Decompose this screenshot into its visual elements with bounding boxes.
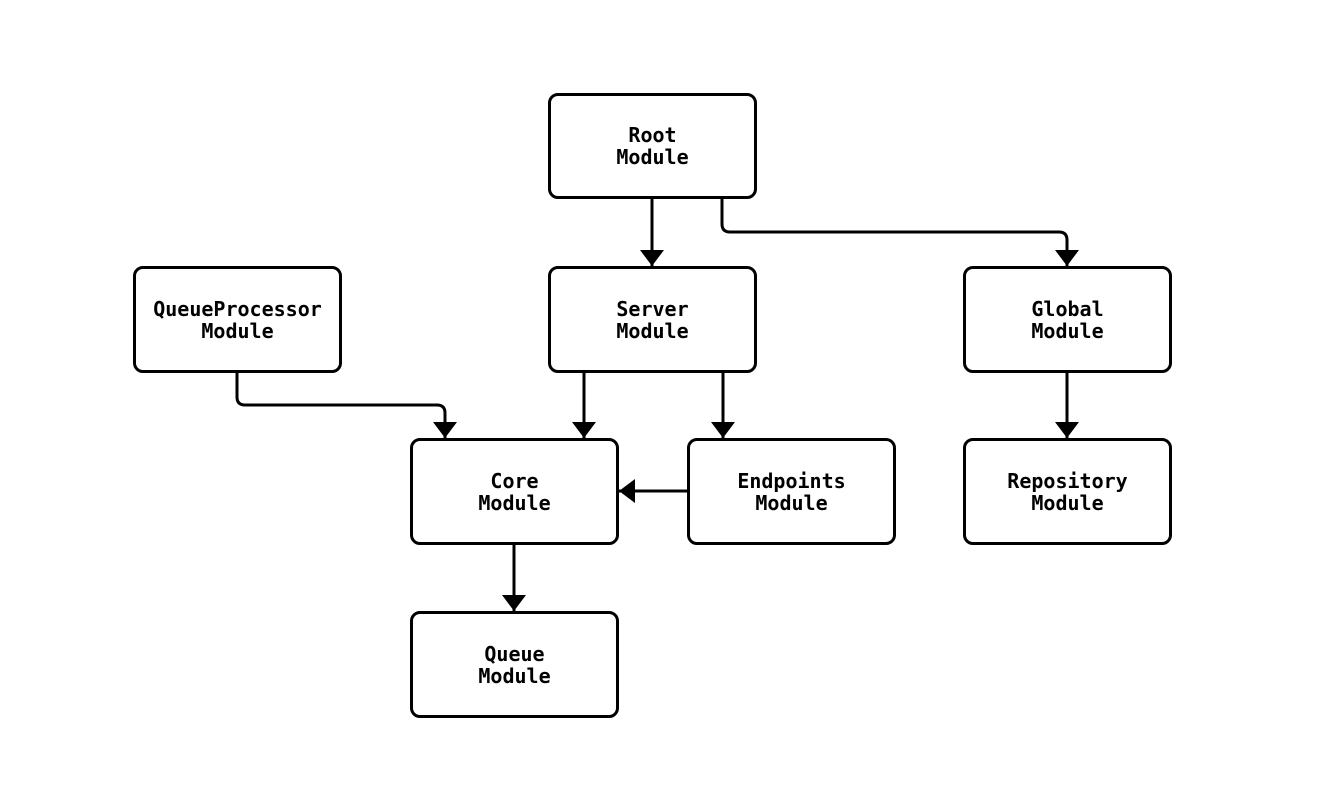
node-global-module-label: Global Module: [1031, 296, 1104, 343]
node-root-module-label: Root Module: [616, 123, 689, 169]
node-queue-module-label: Queue Module: [478, 641, 551, 688]
node-queueprocessor-module-label: QueueProcessor Module: [153, 296, 322, 343]
node-queue-module: Queue Module: [410, 611, 619, 718]
node-endpoints-module: Endpoints Module: [687, 438, 896, 545]
node-repository-module: Repository Module: [963, 438, 1172, 545]
node-repository-module-label: Repository Module: [1007, 468, 1128, 515]
node-core-module: Core Module: [410, 438, 619, 545]
edge-root-to-global: [720, 199, 1079, 266]
node-queueprocessor-module: QueueProcessor Module: [133, 266, 342, 373]
node-core-module-label: Core Module: [478, 468, 551, 515]
node-server-module: Server Module: [548, 266, 757, 373]
node-root-module: Root Module: [548, 93, 757, 199]
edge-queue-processor-to-core: [235, 373, 457, 438]
node-global-module: Global Module: [963, 266, 1172, 373]
node-server-module-label: Server Module: [616, 296, 689, 343]
node-endpoints-module-label: Endpoints Module: [737, 468, 846, 515]
